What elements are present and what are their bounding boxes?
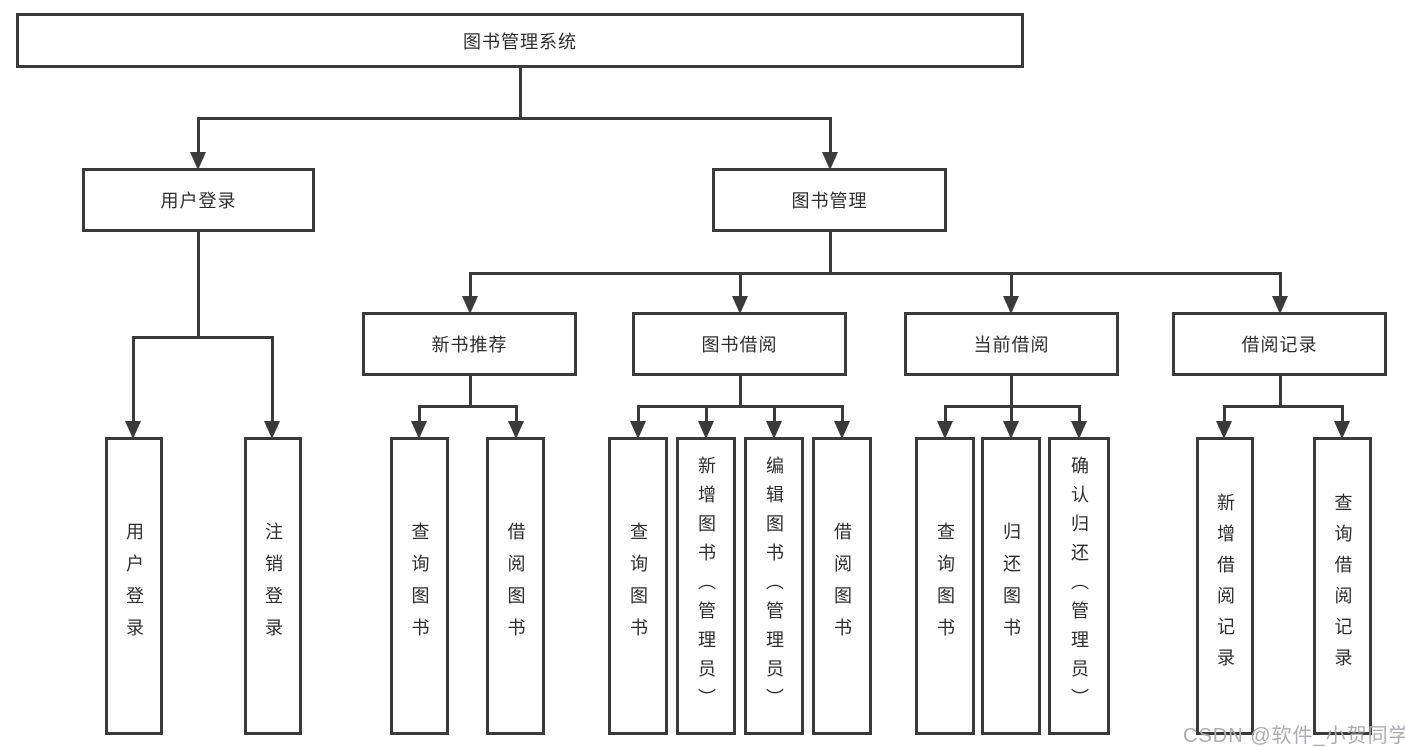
arrow-down-icon [698, 421, 714, 439]
connector-line [738, 375, 742, 408]
node-book-management: 图书管理 [712, 168, 947, 232]
connector-line [738, 273, 742, 298]
node-root-label: 图书管理系统 [463, 31, 577, 52]
node-current-borrow-label: 当前借阅 [973, 335, 1050, 355]
leaf-edit-books-admin-label: 编辑图书（管理员） [764, 455, 784, 717]
arrow-down-icon [1272, 296, 1288, 314]
leaf-add-borrow-record: 新增借阅记录 [1196, 437, 1254, 735]
arrow-down-icon [1003, 421, 1019, 439]
arrow-down-icon [1334, 421, 1350, 439]
connector-line [840, 406, 844, 423]
connector-line [131, 337, 135, 423]
connector-line [636, 406, 640, 423]
arrow-down-icon [125, 421, 141, 439]
connector-line [196, 118, 200, 154]
connector-line [1278, 273, 1282, 298]
connector-line [1009, 406, 1013, 423]
connector-line [828, 118, 832, 154]
connector-line [1278, 375, 1282, 408]
node-root: 图书管理系统 [16, 13, 1024, 68]
arrow-down-icon [462, 296, 478, 314]
leaf-logout: 注销登录 [244, 437, 302, 735]
leaf-logout-label: 注销登录 [263, 522, 283, 650]
arrow-down-icon [508, 421, 524, 439]
leaf-query-books-2: 查询图书 [608, 437, 668, 735]
connector-line [468, 273, 472, 298]
connector-line [518, 68, 522, 118]
leaf-query-books-2-label: 查询图书 [628, 522, 648, 650]
arrow-down-icon [1071, 421, 1087, 439]
leaf-query-borrow-record-label: 查询借阅记录 [1332, 493, 1353, 679]
arrow-down-icon [766, 421, 782, 439]
arrow-down-icon [264, 421, 280, 439]
leaf-query-borrow-record: 查询借阅记录 [1313, 437, 1372, 735]
connector-line [131, 335, 274, 339]
connector-line [417, 404, 518, 408]
leaf-add-books-admin: 新增图书（管理员） [676, 437, 736, 735]
leaf-borrow-books-1-label: 借阅图书 [505, 522, 526, 650]
leaf-borrow-books-2-label: 借阅图书 [832, 522, 852, 650]
connector-line [1340, 406, 1344, 423]
connector-line [772, 406, 776, 423]
connector-line [196, 116, 832, 120]
node-current-borrow: 当前借阅 [904, 312, 1119, 376]
connector-line [417, 406, 421, 423]
arrow-down-icon [834, 421, 850, 439]
connector-line [1009, 375, 1013, 408]
connector-line [943, 406, 947, 423]
arrow-down-icon [190, 152, 206, 170]
connector-line [636, 404, 844, 408]
arrow-down-icon [1003, 296, 1019, 314]
leaf-user-login-label: 用户登录 [124, 522, 144, 650]
watermark: CSDN @软件_小贺同学 [1183, 725, 1405, 747]
leaf-borrow-books-2: 借阅图书 [812, 437, 872, 735]
leaf-confirm-return-admin: 确认归还（管理员） [1048, 437, 1110, 735]
arrow-down-icon [1216, 421, 1232, 439]
leaf-add-borrow-record-label: 新增借阅记录 [1215, 493, 1235, 679]
connector-line [514, 406, 518, 423]
arrow-down-icon [937, 421, 953, 439]
arrow-down-icon [411, 421, 427, 439]
node-new-book-recommend-label: 新书推荐 [431, 335, 508, 355]
leaf-add-books-admin-label: 新增图书（管理员） [696, 455, 716, 717]
node-user-login: 用户登录 [82, 168, 315, 232]
leaf-borrow-books-1: 借阅图书 [486, 437, 545, 735]
connector-line [1222, 406, 1226, 423]
arrow-down-icon [732, 296, 748, 314]
leaf-return-books: 归还图书 [981, 437, 1041, 735]
leaf-query-books-1-label: 查询图书 [409, 522, 430, 650]
leaf-query-books-1: 查询图书 [390, 437, 449, 735]
node-book-borrow: 图书借阅 [632, 312, 847, 376]
arrow-down-icon [822, 152, 838, 170]
connector-line [468, 375, 472, 408]
leaf-return-books-label: 归还图书 [1001, 522, 1021, 650]
node-borrow-records: 借阅记录 [1172, 312, 1387, 376]
connector-line [704, 406, 708, 423]
leaf-query-books-3: 查询图书 [915, 437, 975, 735]
connector-line [270, 337, 274, 423]
leaf-confirm-return-admin-label: 确认归还（管理员） [1069, 455, 1089, 717]
leaf-user-login: 用户登录 [105, 437, 163, 735]
connector-line [1077, 406, 1081, 423]
connector-line [468, 271, 1282, 275]
connector-line [828, 232, 832, 274]
connector-line [1222, 404, 1344, 408]
connector-line [1009, 273, 1013, 298]
node-book-borrow-label: 图书借阅 [701, 335, 778, 355]
node-book-management-label: 图书管理 [791, 191, 868, 211]
connector-line [196, 232, 200, 338]
arrow-down-icon [630, 421, 646, 439]
node-new-book-recommend: 新书推荐 [362, 312, 577, 376]
leaf-edit-books-admin: 编辑图书（管理员） [744, 437, 804, 735]
node-borrow-records-label: 借阅记录 [1241, 335, 1318, 355]
node-user-login-label: 用户登录 [160, 191, 237, 211]
leaf-query-books-3-label: 查询图书 [935, 522, 955, 650]
